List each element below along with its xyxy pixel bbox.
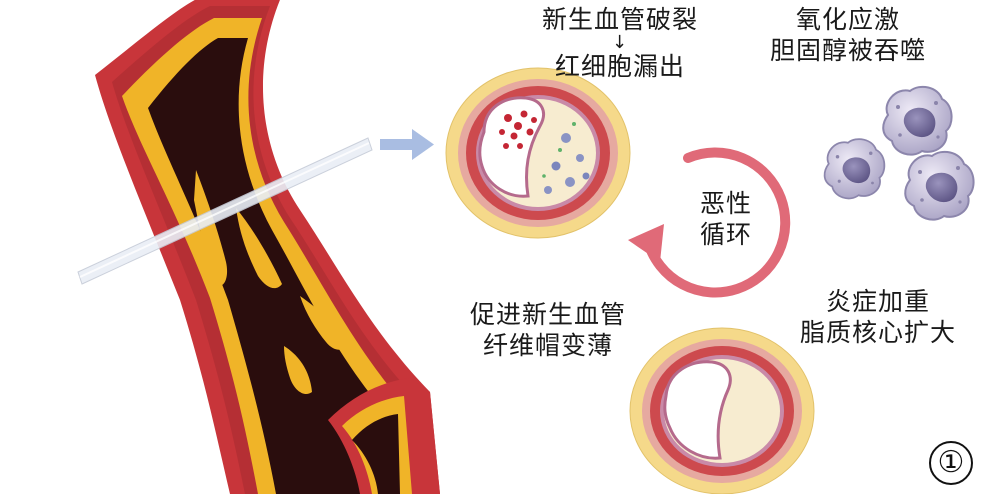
down-arrow-icon: ↓ <box>611 32 629 53</box>
pointer-arrow-icon <box>380 129 434 160</box>
vessel-longitudinal-section <box>77 0 440 494</box>
section-plane <box>77 137 373 285</box>
cross-section-top <box>445 67 631 239</box>
label-line: 纤维帽变薄 <box>483 331 614 360</box>
label-oxidative-stress: 氧化应激 胆固醇被吞噬 <box>770 4 926 66</box>
label-neovascularization: 促进新生血管 纤维帽变薄 <box>470 299 626 361</box>
label-line: 循环 <box>700 220 753 249</box>
label-line: 新生血管破裂 <box>542 5 699 34</box>
label-neovessel-rupture: 新生血管破裂 ↓ 红细胞漏出 <box>542 4 698 82</box>
cross-section-bottom <box>629 327 815 494</box>
macrophage-icon <box>823 85 975 221</box>
label-vicious-cycle: 恶性 循环 <box>700 188 752 250</box>
label-line: 促进新生血管 <box>470 300 627 329</box>
lumen <box>478 96 545 198</box>
label-line: 炎症加重 <box>826 287 931 316</box>
label-line: 脂质核心扩大 <box>800 318 957 347</box>
red-blood-cells <box>499 110 537 149</box>
figure-number-badge: ① <box>929 441 973 485</box>
label-line: 红细胞漏出 <box>555 52 686 81</box>
label-line: 恶性 <box>700 189 753 218</box>
lipid-core-cells <box>542 122 590 194</box>
lumen <box>663 360 732 460</box>
cycle-arrow-icon <box>628 147 791 298</box>
label-line: 氧化应激 <box>796 5 901 34</box>
label-line: 胆固醇被吞噬 <box>770 36 927 65</box>
label-inflammation: 炎症加重 脂质核心扩大 <box>800 286 956 348</box>
